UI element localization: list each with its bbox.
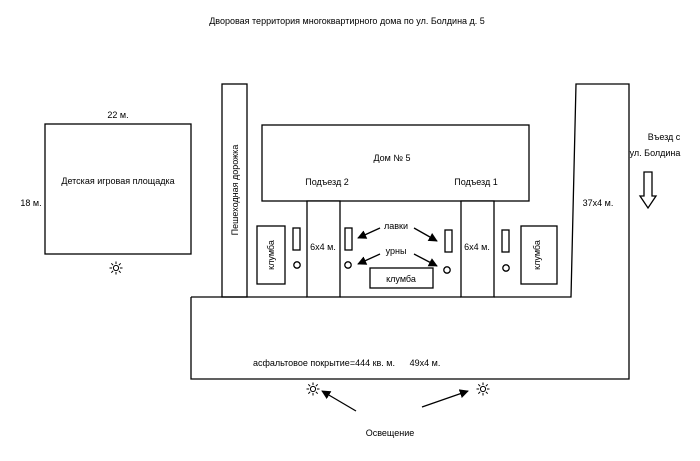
playground-area [44,123,192,255]
flowerbed-left-label: клумба [266,240,276,270]
playground-width-label: 22 м. [107,110,128,120]
bench-center-left [344,227,353,251]
benches-label: лавки [384,221,408,231]
footpath-label: Пешеходная дорожка [230,145,240,236]
footpath [221,83,248,298]
arrow-icon [421,389,469,408]
bin-center-right [443,266,451,274]
flowerbed-center [369,267,434,289]
plan-title: Дворовая территория многоквартирного дом… [209,16,485,26]
lighting-label: Освещение [366,428,415,438]
entrance-1-label: Подъезд 1 [454,177,497,187]
flowerbed-right [520,225,558,285]
bin-center-left [344,261,352,269]
entrance-2-porch [306,200,341,298]
house-label: Дом № 5 [373,153,410,163]
asphalt-label: асфальтовое покрытие=444 кв. м. [253,358,395,368]
road-size-label: 37х4 м. [583,198,614,208]
flowerbed-left [256,225,286,285]
arrow-icon [413,227,438,242]
sun-lamp-icon [109,261,123,275]
bin-left-outer [293,261,301,269]
playground-label: Детская игровая площадка [61,176,174,186]
flowerbed-right-label: клумба [532,240,542,270]
entry-label-line2: ул. Болдина [630,148,681,158]
entry-arrow-icon [638,171,658,210]
flowerbed-center-label: клумба [386,274,416,284]
entrance-1-porch [460,200,495,298]
asphalt-size-label: 49х4 м. [410,358,441,368]
arrow-icon [321,390,357,412]
bench-center-right [444,229,453,253]
sun-lamp-icon [306,382,320,396]
playground-height-label: 18 м. [20,198,41,208]
arrow-icon [357,253,381,265]
asphalt-area [190,83,630,380]
entry-label-line1: Въезд с [648,132,681,142]
house [261,124,530,202]
entrance-2-label: Подъезд 2 [305,177,348,187]
right-area-size-label: 6х4 м. [464,242,490,252]
bin-right-outer [502,264,510,272]
bench-left-outer [292,227,301,251]
sun-lamp-icon [476,382,490,396]
arrow-icon [413,253,438,267]
bench-right-outer [501,229,510,253]
left-area-size-label: 6х4 м. [310,242,336,252]
bins-label: урны [386,246,407,256]
arrow-icon [357,227,381,239]
